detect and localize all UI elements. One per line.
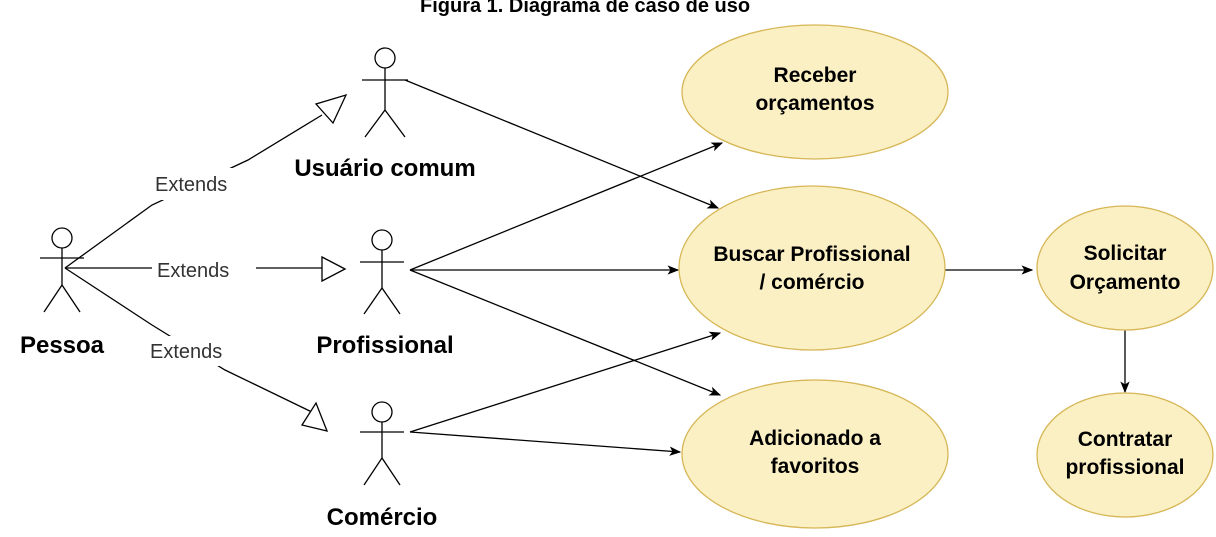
use-case-receber-line1: Receber: [774, 64, 857, 87]
use-case-contratar[interactable]: Contratar profissional: [1036, 392, 1214, 518]
use-case-contratar-line2: profissional: [1065, 456, 1184, 479]
assoc-usuario-buscar: [404, 79, 720, 209]
use-case-solicitar[interactable]: Solicitar Orçamento: [1036, 205, 1214, 331]
use-case-solicitar-line1: Solicitar: [1084, 242, 1167, 265]
actor-comercio-label: Comércio: [327, 504, 438, 531]
extends-label-usuario: Extends: [150, 168, 252, 200]
actor-comercio[interactable]: [360, 401, 404, 486]
extends-label-profissional: Extends: [152, 255, 256, 283]
actor-profissional[interactable]: [360, 229, 404, 315]
actor-comercio-head: [371, 401, 393, 423]
actor-pessoa[interactable]: [40, 227, 84, 313]
use-case-adicionado[interactable]: Adicionado a favoritos: [681, 379, 949, 529]
actor-usuario-comum-label: Usuário comum: [294, 155, 475, 182]
association-lines: [404, 79, 1130, 456]
use-case-adicionado-line1: Adicionado a: [749, 427, 881, 450]
actor-usuario-comum[interactable]: [362, 47, 408, 138]
use-case-solicitar-line2: Orçamento: [1070, 271, 1181, 294]
use-case-buscar-line2: / comércio: [759, 271, 864, 294]
actor-profissional-head: [371, 229, 393, 251]
extends-arrowhead-profissional: [321, 255, 347, 283]
extends-text-2: Extends: [157, 260, 229, 282]
actor-pessoa-label: Pessoa: [20, 332, 105, 359]
actor-profissional-label: Profissional: [316, 332, 453, 359]
assoc-comercio-buscar: [409, 331, 722, 433]
use-case-contratar-line1: Contratar: [1078, 428, 1173, 451]
assoc-profissional-receber: [409, 142, 724, 271]
assoc-comercio-adicionado: [409, 431, 682, 456]
extends-label-comercio: Extends: [146, 336, 248, 366]
figure-caption: Figura 1. Diagrama de caso de uso: [420, 0, 750, 17]
use-case-adicionado-line2: favoritos: [771, 455, 860, 478]
use-case-buscar-line1: Buscar Profissional: [713, 243, 910, 266]
use-case-buscar[interactable]: Buscar Profissional / comércio: [678, 185, 946, 351]
use-case-receber[interactable]: Receber orçamentos: [681, 24, 949, 160]
use-case-receber-line2: orçamentos: [755, 92, 874, 115]
extends-arrowhead-comercio: [300, 401, 329, 432]
extends-text-1: Extends: [155, 174, 227, 196]
assoc-profissional-adicionado: [409, 269, 722, 396]
extends-text-3: Extends: [150, 341, 222, 363]
actor-pessoa-head: [51, 227, 73, 249]
extends-arrowhead-usuario: [314, 93, 348, 125]
actor-usuario-head: [374, 47, 396, 69]
